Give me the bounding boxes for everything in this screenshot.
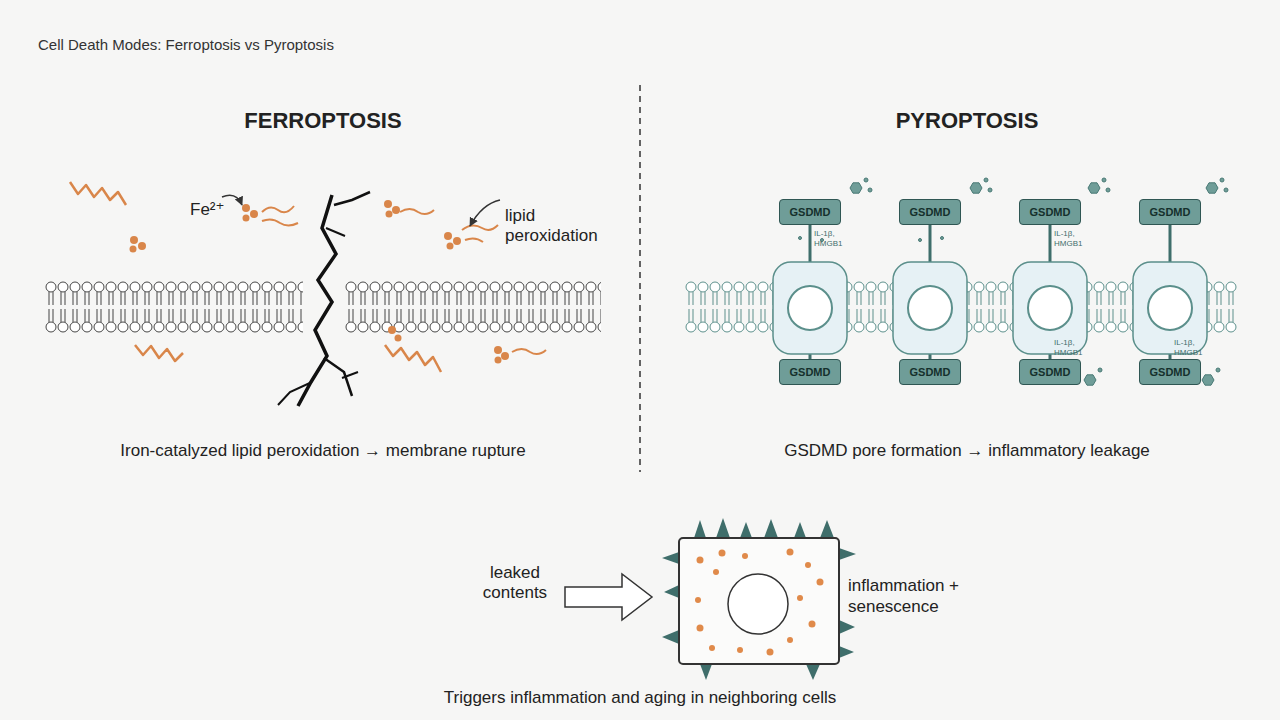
gsdmd-protein: GSDMD (899, 359, 961, 385)
ion-label: Fe²⁺ (190, 200, 250, 220)
gsdmd-protein: GSDMD (1139, 199, 1201, 225)
cell-nucleus (728, 574, 788, 634)
pointer-arrow (222, 195, 242, 205)
cell-spikes (662, 518, 856, 680)
block-arrow (565, 574, 652, 620)
cytokine-label: IL-1β, HMGB1 (1054, 229, 1094, 248)
lipid-bilayer (45, 281, 303, 333)
pointer-arrow (470, 200, 500, 226)
node-text: GSDMD (790, 366, 831, 378)
cytokine-label: IL-1β, HMGB1 (1054, 338, 1094, 357)
node-text: GSDMD (1030, 206, 1071, 218)
panel-heading: PYROPTOSIS (817, 108, 1117, 134)
panel-divider (639, 85, 641, 472)
node-text: GSDMD (1150, 366, 1191, 378)
node-text: inflammation + senescence (848, 575, 968, 617)
flow-label: leaked contents (470, 563, 560, 604)
membrane-crack (278, 192, 370, 406)
cytokine-label: IL-1β, HMGB1 (814, 229, 854, 248)
gsdmd-protein: GSDMD (899, 199, 961, 225)
gasdermin-pore (773, 262, 1207, 354)
node-text: GSDMD (910, 366, 951, 378)
gsdmd-protein: GSDMD (779, 359, 841, 385)
cytokine-label: IL-1β, HMGB1 (1174, 338, 1214, 357)
peroxidized-lipid (70, 182, 546, 372)
node-text: GSDMD (1030, 366, 1071, 378)
node-text: GSDMD (790, 206, 831, 218)
node-text: GSDMD (910, 206, 951, 218)
gsdmd-protein: GSDMD (779, 199, 841, 225)
released-cytokine (799, 178, 1229, 385)
diagram-title: Cell Death Modes: Ferroptosis vs Pyropto… (38, 36, 334, 54)
panel-heading: FERROPTOSIS (173, 108, 473, 134)
gsdmd-protein: GSDMD (1019, 199, 1081, 225)
diagram-caption: Triggers inflammation and aging in neigh… (290, 688, 990, 708)
panel-caption: GSDMD pore formation → inflammatory leak… (677, 441, 1257, 461)
lipid-bilayer (345, 281, 601, 333)
process-label: lipid peroxidation (505, 206, 615, 247)
lipid-radical (130, 200, 510, 364)
leaked-particle (695, 549, 824, 656)
gsdmd-protein: GSDMD (1019, 359, 1081, 385)
gsdmd-protein: GSDMD (1139, 359, 1201, 385)
node-text: GSDMD (1150, 206, 1191, 218)
panel-caption: Iron-catalyzed lipid peroxidation → memb… (33, 441, 613, 461)
